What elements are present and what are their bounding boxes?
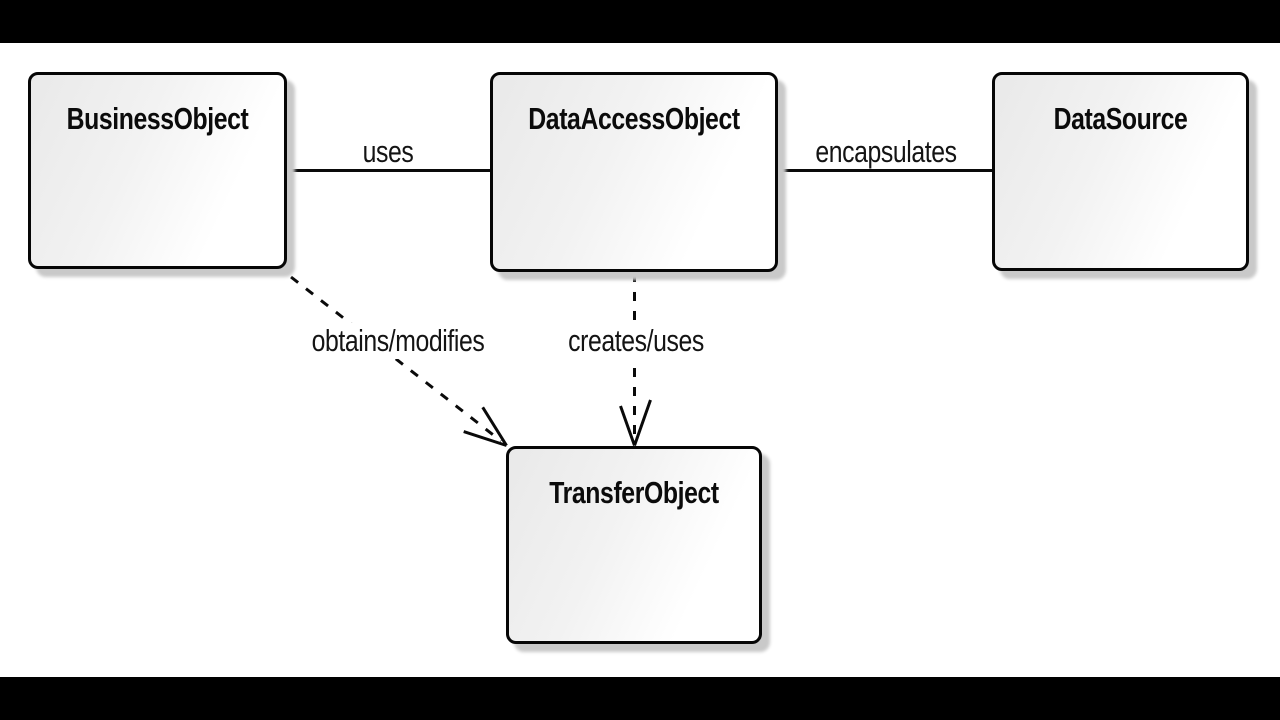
node-title: TransferObject xyxy=(549,475,719,510)
edge-label-encapsulates: encapsulates xyxy=(798,134,975,170)
letterbox-top-bar xyxy=(0,0,1280,43)
dependency-creates-uses-arrow xyxy=(619,273,652,447)
dependency-obtains-modifies-arrow xyxy=(290,275,508,447)
node-transfer-object: TransferObject xyxy=(506,446,762,644)
letterbox-bottom-bar xyxy=(0,677,1280,720)
edge-label-text: uses xyxy=(362,134,414,169)
edge-label-creates-uses: creates/uses xyxy=(543,323,729,359)
node-data-access-object: DataAccessObject xyxy=(490,72,778,272)
node-data-source: DataSource xyxy=(992,72,1249,271)
node-business-object: BusinessObject xyxy=(28,72,287,269)
node-title: DataAccessObject xyxy=(528,101,740,136)
open-arrowhead xyxy=(619,399,652,447)
node-title: DataSource xyxy=(1053,101,1188,136)
node-title: BusinessObject xyxy=(66,101,249,136)
edge-label-obtains-modifies: obtains/modifies xyxy=(282,323,514,359)
edge-label-uses: uses xyxy=(356,134,419,170)
edge-label-text: encapsulates xyxy=(815,134,957,169)
edge-label-text: creates/uses xyxy=(561,323,711,359)
open-arrowhead xyxy=(463,406,508,447)
edge-label-text: obtains/modifies xyxy=(305,323,491,359)
